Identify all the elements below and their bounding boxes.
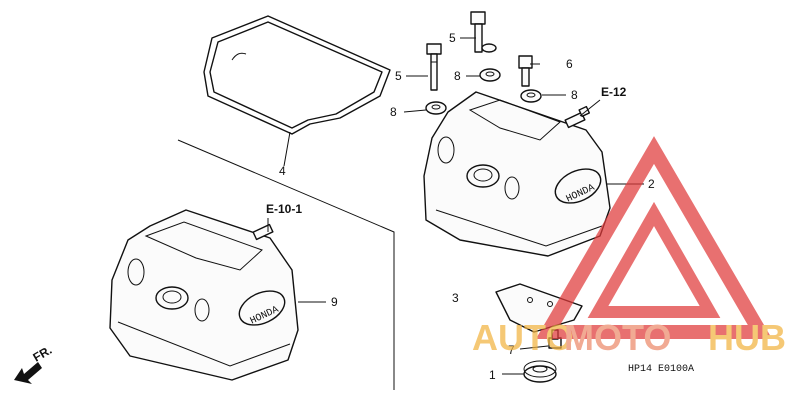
callout-5b: 5: [395, 69, 402, 83]
callout-1: 1: [489, 368, 496, 382]
grommet-part-1[interactable]: [523, 360, 557, 383]
ref-e10-1: E-10-1: [266, 202, 302, 216]
watermark-hub: HUB: [708, 317, 786, 358]
callout-6: 6: [566, 57, 573, 71]
callout-8b: 8: [390, 105, 397, 119]
leader-lines: [267, 37, 644, 375]
bolt-part-5b[interactable]: [470, 11, 497, 53]
gasket-part-4[interactable]: [203, 15, 391, 135]
callout-5a: 5: [449, 31, 456, 45]
bolt-part-5a[interactable]: [426, 43, 442, 91]
callout-8c: 8: [571, 88, 578, 102]
callout-7: 7: [508, 343, 515, 357]
section-divider: [177, 139, 395, 390]
callout-4: 4: [279, 164, 286, 178]
callout-9: 9: [331, 295, 338, 309]
washer-part-8b[interactable]: [479, 68, 501, 82]
diagram-code: HP14 E0100A: [628, 364, 694, 375]
watermark-triangle-icon: [535, 136, 773, 339]
washer-part-8c[interactable]: [520, 89, 542, 103]
ref-e12: E-12: [601, 85, 627, 99]
front-marker-label: FR.: [31, 343, 55, 365]
cylinder-head-cover-part-2[interactable]: HONDA: [423, 91, 611, 257]
callout-3: 3: [452, 291, 459, 305]
watermark-auto: AUTO: [472, 317, 573, 358]
callout-8a: 8: [454, 69, 461, 83]
cylinder-head-cover-part-9[interactable]: HONDA: [109, 209, 299, 381]
front-arrow-icon: FR.: [14, 343, 54, 384]
callout-2: 2: [648, 177, 655, 191]
watermark-logo: AUTO MOTO HUB: [472, 136, 786, 358]
watermark-moto: MOTO: [564, 317, 671, 358]
washer-part-8a[interactable]: [425, 101, 447, 115]
bolt-part-6[interactable]: [518, 55, 533, 87]
